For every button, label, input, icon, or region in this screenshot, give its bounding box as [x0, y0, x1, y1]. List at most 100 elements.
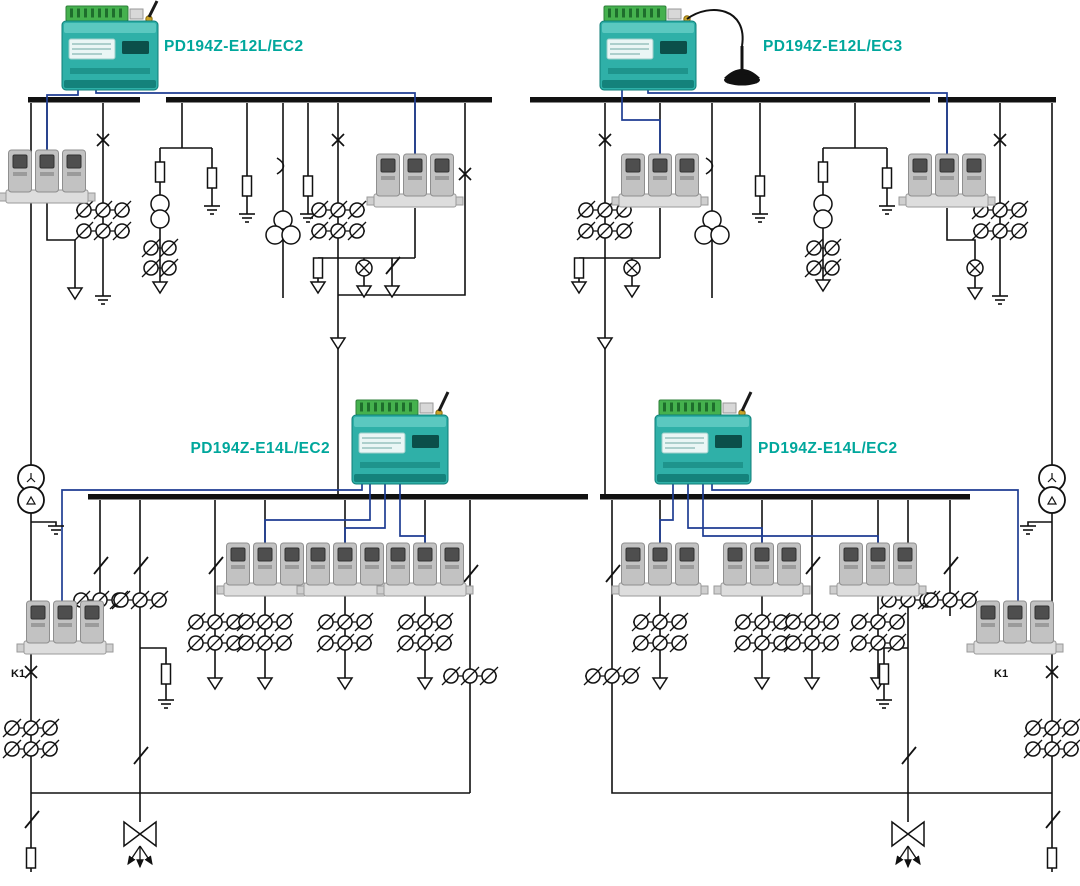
switch-symbol [463, 564, 479, 583]
transformer-3w-symbol [265, 210, 301, 245]
fuse-symbol [754, 175, 766, 197]
arrow-symbol [754, 677, 770, 690]
device-label: PD194Z-E14L/EC2 [758, 440, 898, 457]
ground-symbol [991, 295, 1009, 305]
comm-line [46, 90, 416, 154]
ct-row [922, 591, 978, 609]
arrow-symbol [624, 285, 640, 298]
fuse-symbol [881, 167, 893, 189]
fuse-symbol [25, 847, 37, 869]
busbar-top-left-b [166, 97, 492, 103]
antenna-cable [686, 9, 744, 47]
switch-symbol [805, 556, 821, 575]
busbar-bottom-right [600, 494, 970, 500]
external-antenna [724, 46, 760, 86]
antenna-icon [740, 391, 753, 412]
switch-symbol [133, 746, 149, 765]
switch-symbol [1045, 810, 1061, 829]
subsystem-top-right: PD194Z-E12L/EC3 [571, 5, 1053, 494]
arrow-symbol [967, 287, 983, 300]
busbars [28, 97, 1056, 500]
antenna-icon [147, 0, 159, 18]
fuse-symbol [817, 161, 829, 183]
arrow-symbol [152, 281, 168, 294]
pt-symbol [150, 194, 170, 229]
arrow-symbol [815, 279, 831, 292]
arrow-symbol [207, 677, 223, 690]
device-label: PD194Z-E12L/EC3 [763, 38, 903, 55]
meter-cluster [612, 543, 708, 596]
turbine-symbol [124, 822, 156, 867]
switch-symbol [943, 556, 959, 575]
turbine-symbol [892, 822, 924, 867]
ground-symbol [878, 205, 896, 215]
k1-label: K1 [11, 668, 25, 680]
arrow-symbol [67, 287, 83, 300]
k1-label: K1 [994, 668, 1008, 680]
switch-symbol [605, 564, 621, 583]
transformer-symbol [1038, 464, 1066, 514]
fuse-symbol [206, 167, 218, 189]
switch-symbol [24, 810, 40, 829]
meter-cluster [0, 150, 95, 203]
ground-symbol [157, 699, 175, 709]
switch-symbol [133, 556, 149, 575]
device-meter [654, 399, 752, 485]
transformer-symbol [17, 464, 45, 514]
ground-symbol [94, 295, 112, 305]
fuse-symbol [312, 257, 324, 279]
meter-cluster [17, 601, 113, 654]
ground-symbol [875, 699, 893, 709]
meter-cluster [377, 543, 473, 596]
ground-symbol [751, 213, 769, 223]
antenna-icon [437, 391, 450, 412]
arrow-symbol [310, 281, 326, 294]
device-label: PD194Z-E14L/EC2 [190, 440, 330, 457]
lamp-symbol [355, 259, 373, 277]
lamp-symbol [623, 259, 641, 277]
device-meter [61, 5, 159, 91]
busbar-top-left-a [28, 97, 140, 103]
fuse-symbol [241, 175, 253, 197]
arrow-symbol [330, 337, 346, 350]
switch-symbol [901, 746, 917, 765]
fuse-symbol [160, 663, 172, 685]
meter-cluster [899, 154, 995, 207]
arrow-symbol [257, 677, 273, 690]
arrow-symbol [652, 677, 668, 690]
switch-symbol [208, 556, 224, 575]
busbar-top-right-d [938, 97, 1056, 103]
fuse-symbol [302, 175, 314, 197]
device-meter [599, 5, 697, 91]
ground-symbol [203, 205, 221, 215]
device-meter [351, 399, 449, 485]
meter-cluster [714, 543, 810, 596]
meter-cluster [967, 601, 1063, 654]
ct-row [112, 591, 168, 609]
busbar-bottom-left [88, 494, 588, 500]
ground-symbol [1019, 525, 1037, 535]
subsystem-top-left: PD194Z-E12L/EC2 [0, 0, 472, 494]
arrow-symbol [804, 677, 820, 690]
pt-symbol [813, 194, 833, 229]
transformer-3w-symbol [694, 210, 730, 245]
switch-symbol [385, 256, 401, 275]
meter-cluster [830, 543, 926, 596]
arrow-symbol [337, 677, 353, 690]
arrow-symbol [597, 337, 613, 350]
subsystem-bottom-right: PD194Z-E14L/EC2 K1 [584, 391, 1080, 872]
comm-line [621, 90, 948, 154]
fuse-symbol [878, 663, 890, 685]
switch-symbol [93, 556, 109, 575]
arrow-symbol [417, 677, 433, 690]
busbar-top-right-c [530, 97, 930, 103]
fuse-symbol [573, 257, 585, 279]
lamp-symbol [966, 259, 984, 277]
fuse-symbol [1046, 847, 1058, 869]
fuse-symbol [154, 161, 166, 183]
meter-cluster [612, 154, 708, 207]
subsystem-bottom-left: PD194Z-E14L/EC2 K1 [3, 391, 498, 872]
ct-row [584, 667, 640, 685]
